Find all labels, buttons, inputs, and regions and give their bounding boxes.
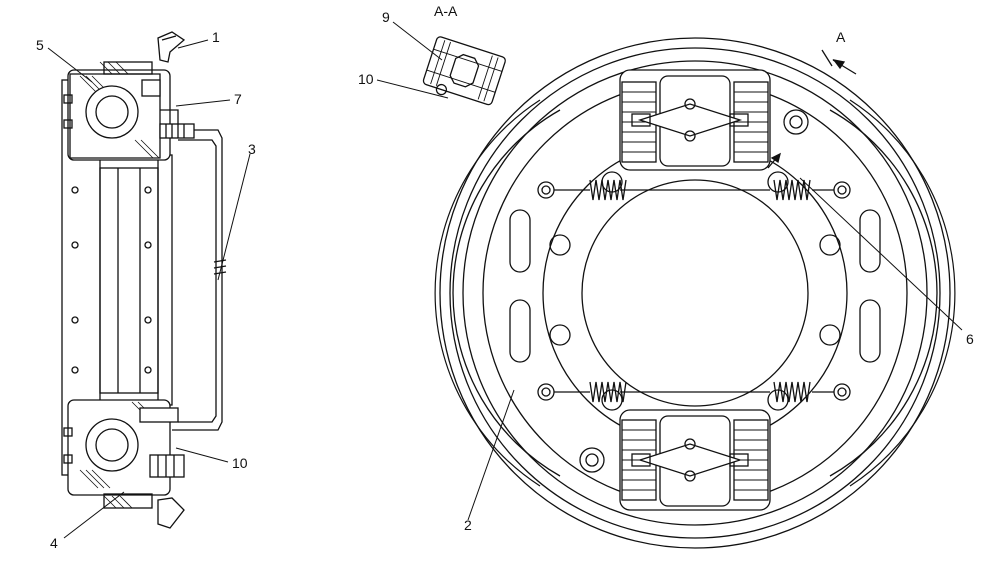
- center-bore: [581, 179, 809, 407]
- section-a-a-detail: [422, 36, 506, 106]
- anchor-pin-bottom-left: [579, 447, 605, 473]
- lining-side: [157, 154, 173, 406]
- front-view: [434, 37, 956, 549]
- leader-lines-left: [47, 39, 251, 539]
- anchor-pin-top-right: [783, 109, 809, 135]
- top-wheel-cylinder: [619, 69, 771, 171]
- adjuster-section: [422, 36, 506, 106]
- shoe-web-side: [99, 167, 159, 394]
- backing-plate-holes: [71, 186, 152, 374]
- callout-7: 7: [234, 91, 242, 107]
- bottom-bolt: [139, 407, 179, 423]
- drum-outer-ring: [439, 37, 951, 549]
- backing-plate-slots: [509, 209, 881, 363]
- top-anchor-pin: [85, 85, 139, 139]
- section-a-a-label: A-A: [434, 3, 458, 19]
- view-arrow-a: [821, 49, 857, 75]
- top-clamp: [103, 61, 153, 75]
- adjuster-nut: [449, 53, 480, 88]
- right-shoe-lining: [849, 99, 956, 487]
- left-shoe-lining: [434, 99, 541, 487]
- top-bolt: [159, 123, 195, 139]
- callout-6: 6: [966, 331, 974, 347]
- callout-5: 5: [36, 37, 44, 53]
- callout-10-section: 10: [358, 71, 374, 87]
- top-return-springs: [537, 179, 851, 201]
- callout-4: 4: [50, 535, 58, 551]
- callout-1: 1: [212, 29, 220, 45]
- bottom-return-springs: [537, 381, 851, 403]
- callout-10-side: 10: [232, 455, 248, 471]
- view-arrow-label: A: [836, 29, 846, 45]
- bottom-wheel-cylinder: [619, 409, 771, 511]
- callout-3: 3: [248, 141, 256, 157]
- callout-9: 9: [382, 9, 390, 25]
- lock-pin-section: [435, 83, 448, 96]
- drum-side: [172, 129, 223, 431]
- bottom-dust-shield: [157, 497, 185, 529]
- bottom-clamp: [103, 493, 153, 509]
- leader-lines-section: [376, 21, 449, 99]
- bottom-anchor-pin: [85, 418, 139, 472]
- callout-2: 2: [464, 517, 472, 533]
- side-section-view: [61, 31, 227, 529]
- leader-lines-front: [467, 177, 963, 521]
